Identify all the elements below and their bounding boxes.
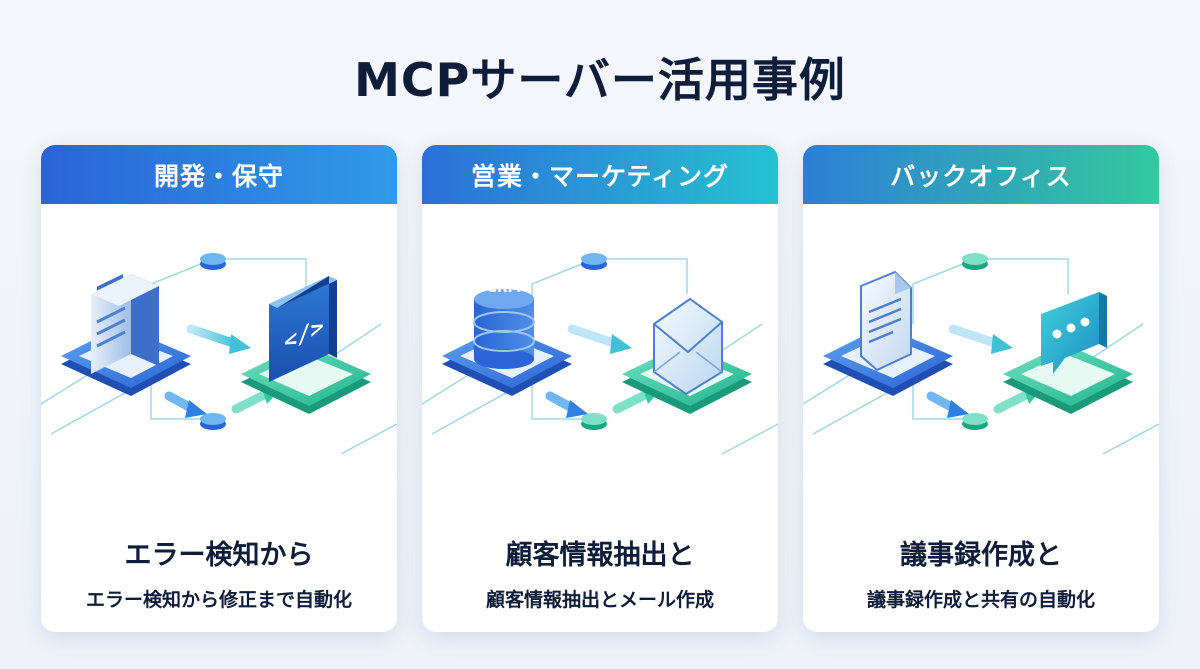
flow-arrow bbox=[567, 324, 632, 354]
connector-node bbox=[200, 413, 226, 430]
envelope-icon bbox=[653, 297, 723, 396]
server-icon bbox=[91, 274, 159, 374]
connector-node bbox=[200, 253, 226, 270]
connector-node bbox=[581, 253, 607, 270]
code-window-icon: </> bbox=[269, 276, 337, 382]
page-title: MCPサーバー活用事例 bbox=[354, 53, 846, 107]
workflow-illustration: </> bbox=[41, 253, 397, 455]
connector-node bbox=[581, 413, 607, 430]
chat-bubble-icon bbox=[1041, 292, 1107, 374]
caption-title: エラー検知から bbox=[124, 540, 314, 571]
use-case-card-sales-marketing: 営業・マーケティング bbox=[422, 145, 778, 632]
illustration: </> bbox=[41, 204, 397, 504]
caption-title: 議事録作成と bbox=[900, 540, 1062, 571]
workflow-illustration bbox=[803, 253, 1159, 455]
card-header: バックオフィス bbox=[803, 145, 1159, 204]
use-case-card-back-office: バックオフィス bbox=[803, 145, 1159, 632]
flow-arrow bbox=[926, 391, 969, 418]
caption-description: エラー検知から修正まで自動化 bbox=[85, 589, 352, 611]
caption-description: 議事録作成と共有の自動化 bbox=[866, 589, 1095, 611]
connector-node bbox=[962, 253, 988, 270]
card-header: 営業・マーケティング bbox=[422, 145, 778, 204]
flow-arrow bbox=[948, 324, 1013, 354]
document-icon bbox=[860, 270, 912, 372]
flow-arrow bbox=[186, 324, 251, 354]
use-case-card-development: 開発・保守 bbox=[41, 145, 397, 632]
illustration: CRM bbox=[422, 204, 778, 504]
flow-arrow bbox=[545, 391, 588, 418]
workflow-illustration: CRM bbox=[422, 253, 778, 455]
card-header: 開発・保守 bbox=[41, 145, 397, 204]
caption-title: 顧客情報抽出と bbox=[505, 540, 695, 571]
flow-arrow bbox=[164, 391, 207, 418]
connector-node bbox=[962, 413, 988, 430]
illustration bbox=[803, 204, 1159, 504]
crm-label: CRM bbox=[487, 280, 522, 296]
crm-database-icon: CRM bbox=[473, 280, 535, 369]
caption-description: 顧客情報抽出とメール作成 bbox=[485, 589, 714, 611]
